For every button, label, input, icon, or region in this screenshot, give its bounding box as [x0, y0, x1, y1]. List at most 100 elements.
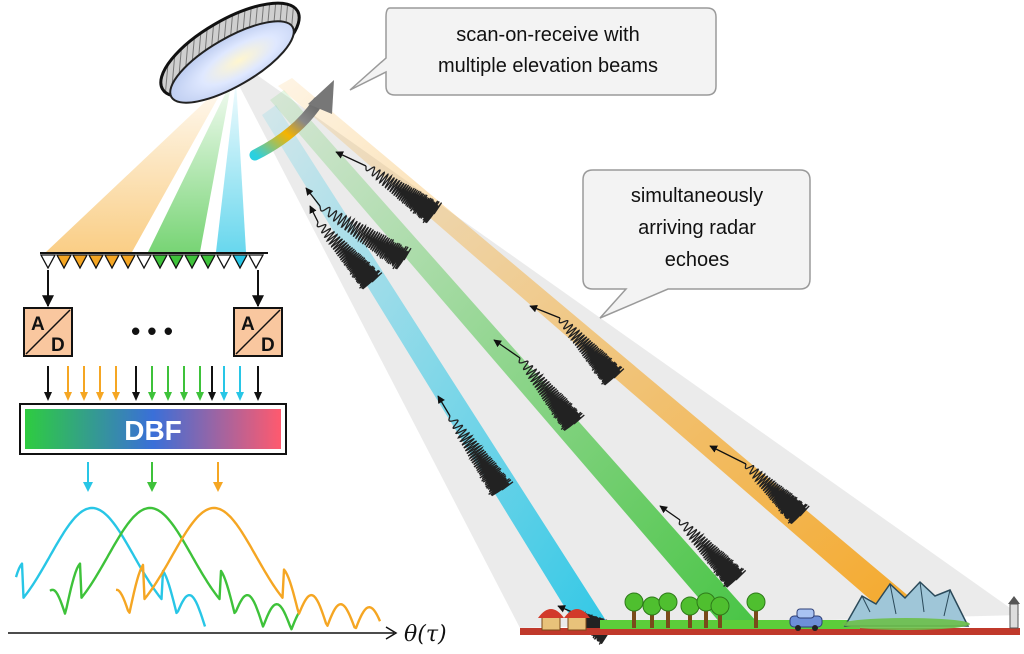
echo-wavepacket [316, 221, 383, 290]
antenna-element [231, 254, 249, 270]
dbf-input-arrowhead [132, 392, 140, 401]
illuminated-swath [232, 70, 1020, 628]
antenna-element [87, 254, 105, 270]
echo-wavepacket [448, 415, 514, 497]
tree-icon [710, 596, 730, 616]
tree-trunk [718, 612, 722, 628]
dbf-input-arrowhead [80, 392, 88, 401]
ad-converter-right: A D [233, 307, 283, 357]
ad-left-bottom-label: D [51, 335, 65, 356]
orange-receive-fan [46, 80, 228, 252]
callout-echoes-line-1: simultaneously [631, 185, 763, 207]
echo-wavepacket [558, 317, 625, 386]
dbf-input-arrowhead [64, 392, 72, 401]
dbf-input-arrowhead [44, 392, 52, 401]
ground-strip [520, 628, 1020, 635]
dbf-input-arrows [44, 366, 262, 401]
scan-arrow-icon [249, 80, 334, 161]
antenna-element [151, 254, 169, 270]
ellipsis-dots: • • • [131, 316, 173, 346]
callout-echoes-line-2: arriving radar [638, 217, 756, 239]
echo-wavepacket [518, 357, 585, 432]
antenna-element [215, 254, 233, 270]
theta-axis-label: θ(τ) [404, 622, 447, 647]
ad-right-bottom-label: D [261, 335, 275, 356]
dbf-input-arrowhead [196, 392, 204, 401]
tree-icon [746, 592, 766, 612]
dbf-input-arrowhead [208, 392, 216, 401]
ground-green [600, 620, 860, 629]
beam-pattern-curve [49, 506, 301, 631]
echo-wavepacket [365, 166, 443, 224]
radar-echoes-callout: simultaneously arriving radar echoes [582, 169, 811, 319]
callout-scan-line-2: multiple elevation beams [438, 55, 658, 77]
tree-group [624, 592, 766, 628]
scan-on-receive-callout: scan-on-receive with multiple elevation … [349, 7, 717, 96]
echo-return-arrow [305, 187, 321, 207]
house-icon [538, 609, 564, 631]
echo-return-arrow [335, 151, 367, 167]
tree-trunk [754, 608, 758, 628]
tree-trunk [688, 612, 692, 628]
green-receive-fan [148, 80, 232, 252]
echo-wavepacket [319, 205, 412, 270]
cyan-receive-fan [216, 80, 246, 252]
antenna-element [183, 254, 201, 270]
output-arrowhead-orange [213, 482, 223, 492]
callout-echoes-line-3: echoes [665, 249, 730, 271]
reflector-dish-icon [159, 1, 301, 104]
house-icon [564, 609, 590, 631]
antenna-element [199, 254, 217, 270]
beam-pattern-curve [115, 506, 382, 630]
echo-return-arrow [557, 605, 573, 613]
tree-icon [624, 592, 644, 612]
tree-icon [642, 596, 662, 616]
dbf-label: DBF [124, 415, 182, 446]
tree-trunk [650, 612, 654, 628]
antenna-element [247, 254, 265, 270]
output-arrowhead-green [147, 482, 157, 492]
ad-right-top-label: A [241, 314, 255, 335]
dbf-input-arrowhead [148, 392, 156, 401]
dbf-input-arrowhead [164, 392, 172, 401]
antenna-element [135, 254, 153, 270]
echo-wavepacket [744, 463, 810, 525]
antenna-array [39, 254, 265, 270]
dbf-input-arrowhead [112, 392, 120, 401]
echo-wavepacket [678, 519, 747, 588]
tree-icon [680, 596, 700, 616]
ad-left-top-label: A [31, 314, 45, 335]
echo-return-arrow [493, 339, 521, 359]
echo-return-arrow [309, 205, 319, 223]
ad-converter-left: A D [23, 307, 73, 357]
cyan-elevation-beam [262, 105, 612, 632]
antenna-element [167, 254, 185, 270]
tree-trunk [704, 608, 708, 628]
output-arrowhead-cyan [83, 482, 93, 492]
dbf-input-arrowhead [254, 392, 262, 401]
echo-return-arrow [709, 445, 747, 465]
dbf-block: DBF [19, 403, 287, 455]
dbf-input-arrowhead [236, 392, 244, 401]
beam-patterns [14, 506, 382, 631]
car-icon [789, 608, 823, 631]
green-elevation-beam [270, 90, 764, 632]
orange-elevation-beam [278, 78, 918, 608]
dbf-input-arrowhead [96, 392, 104, 401]
antenna-element [71, 254, 89, 270]
tree-icon [658, 592, 678, 612]
tree-trunk [632, 608, 636, 628]
lighthouse-icon [1008, 596, 1020, 629]
mountain-icon [842, 580, 970, 630]
antenna-element [55, 254, 73, 270]
echo-return-arrow [437, 395, 451, 417]
echo-return-arrow [529, 304, 561, 319]
callout-scan-line-1: scan-on-receive with [456, 24, 639, 46]
theta-axis-arrowhead [385, 626, 398, 640]
dbf-input-arrowhead [180, 392, 188, 401]
tree-trunk [666, 608, 670, 628]
antenna-element [39, 254, 57, 270]
antenna-element [103, 254, 121, 270]
antenna-element [119, 254, 137, 270]
echo-return-arrow [659, 505, 681, 521]
